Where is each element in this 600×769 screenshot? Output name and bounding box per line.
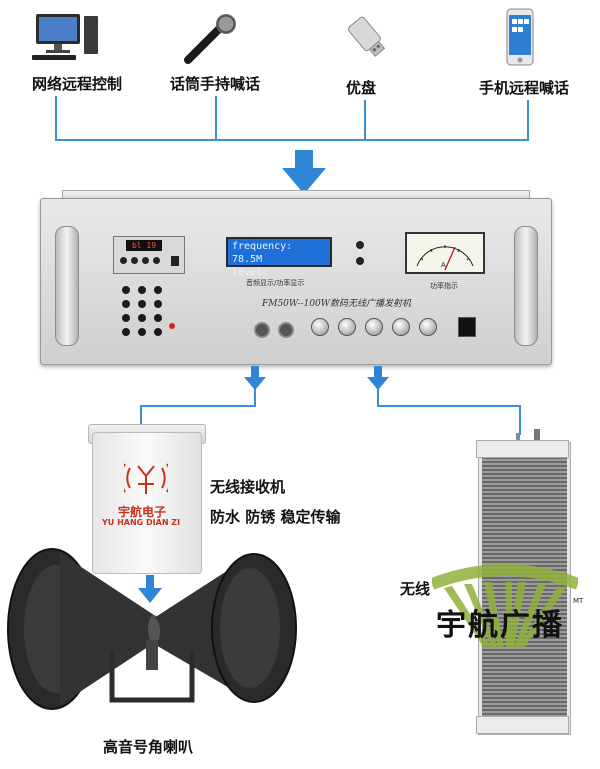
- arrow-down-icon: [367, 366, 389, 390]
- mic-jack-1[interactable]: [254, 322, 270, 338]
- connector-right-drop: [377, 388, 379, 406]
- connector-left-to-receiver: [140, 405, 142, 435]
- connector-left-drop: [254, 388, 256, 406]
- horn-label: 高音号角喇叭: [103, 738, 194, 756]
- usb-drive-icon: [342, 14, 392, 60]
- receiver-brand-en: YU HANG DIAN ZI: [102, 518, 181, 527]
- column-speaker-label: 无线: [400, 580, 431, 598]
- frequency-down-button[interactable]: [356, 257, 364, 265]
- horn-speaker-left: [4, 543, 160, 713]
- svg-text:A: A: [441, 261, 446, 269]
- power-switch[interactable]: [458, 317, 476, 337]
- connector-right-horizontal: [377, 405, 521, 407]
- volume-knob-3[interactable]: [365, 318, 383, 336]
- source-label-network: 网络远程控制: [32, 75, 123, 93]
- receiver-title: 无线接收机: [210, 478, 286, 496]
- column-speaker-cap: [476, 440, 569, 458]
- arrow-down-icon: [244, 366, 266, 390]
- arrow-down-icon: [282, 150, 326, 194]
- transmitter-model-label: FM50W--100W数码无线广播发射机: [262, 299, 412, 309]
- connector-bus: [55, 139, 529, 141]
- brand-logo-icon: [119, 458, 173, 498]
- keypad: [118, 282, 178, 346]
- display-caption: 音频显示/功率显示: [246, 279, 305, 287]
- connector-drop-4: [527, 100, 529, 140]
- mp3-button-2[interactable]: [131, 257, 138, 264]
- frequency-up-button[interactable]: [356, 241, 364, 249]
- column-speaker-base: [476, 716, 569, 734]
- watermark-mark: MT: [573, 597, 584, 605]
- volume-knob-4[interactable]: [392, 318, 410, 336]
- mp3-display: bl 19: [126, 240, 162, 251]
- volume-knob-1[interactable]: [311, 318, 329, 336]
- desktop-computer-icon: [32, 12, 102, 62]
- frequency-display-line1: frequency: 78.5M: [232, 241, 293, 265]
- watermark-text: 宇航广播: [436, 608, 564, 643]
- microphone-icon: [180, 14, 242, 64]
- power-meter: A: [405, 232, 485, 274]
- receiver-box: [92, 432, 202, 574]
- mp3-button-1[interactable]: [120, 257, 127, 264]
- usb-port[interactable]: [171, 256, 179, 266]
- source-label-usb: 优盘: [346, 79, 377, 97]
- connector-drop-3: [364, 100, 366, 140]
- receiver-features: 防水 防锈 稳定传输: [210, 508, 341, 526]
- connector-right-to-column: [519, 405, 521, 435]
- receiver-brand-cn: 宇航电子: [118, 505, 167, 519]
- frequency-display-line2: level:: [232, 267, 269, 278]
- horn-speaker-right: [148, 548, 300, 708]
- connector-drop-1: [55, 96, 57, 140]
- mp3-button-3[interactable]: [142, 257, 149, 264]
- arrow-down-icon: [138, 575, 162, 603]
- rack-handle-left: [55, 226, 79, 346]
- rack-handle-right: [514, 226, 538, 346]
- mp3-button-4[interactable]: [153, 257, 160, 264]
- column-speaker-hook: [512, 428, 542, 443]
- volume-knob-2[interactable]: [338, 318, 356, 336]
- meter-caption: 功率指示: [430, 282, 458, 290]
- smartphone-icon: [506, 8, 534, 66]
- volume-knob-5[interactable]: [419, 318, 437, 336]
- connector-drop-2: [215, 96, 217, 140]
- mic-jack-2[interactable]: [278, 322, 294, 338]
- connector-left-horizontal: [140, 405, 256, 407]
- source-label-microphone: 话筒手持喊话: [170, 75, 261, 93]
- brand-watermark-logo: [429, 562, 581, 648]
- frequency-display: frequency: 78.5M level:: [226, 237, 332, 278]
- transmitter-panel: [40, 198, 552, 365]
- horn-bracket: [102, 640, 202, 712]
- source-label-phone: 手机远程喊话: [479, 79, 570, 97]
